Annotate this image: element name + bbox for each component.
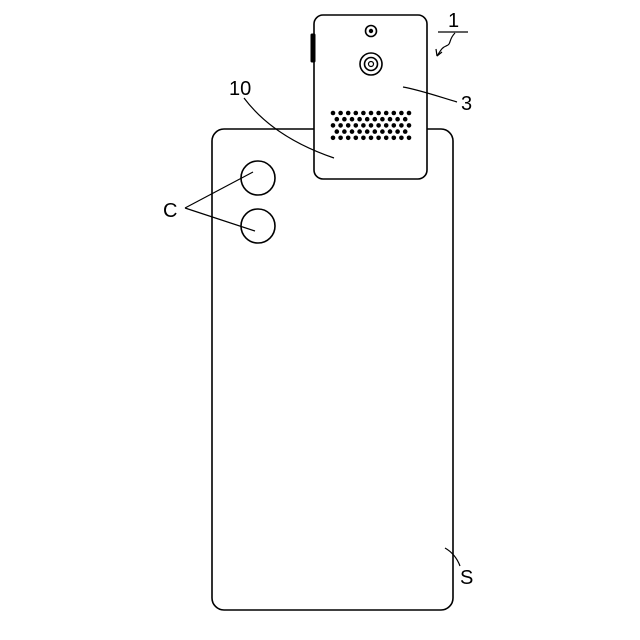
grille-hole — [335, 117, 340, 122]
label-module-body: 3 — [461, 93, 472, 115]
grille-hole — [380, 129, 385, 134]
grille-hole — [369, 123, 374, 128]
grille-hole — [399, 111, 404, 116]
grille-hole — [335, 129, 340, 134]
grille-hole — [354, 136, 359, 141]
grille-hole — [365, 129, 370, 134]
grille-hole — [388, 129, 393, 134]
grille-hole — [338, 123, 343, 128]
module-small-lens-inner — [369, 29, 373, 33]
grille-hole — [365, 117, 370, 122]
grille-hole — [380, 117, 385, 122]
grille-hole — [399, 136, 404, 141]
grille-hole — [354, 111, 359, 116]
grille-hole — [338, 136, 343, 141]
grille-hole — [376, 111, 381, 116]
grille-hole — [376, 123, 381, 128]
grille-hole — [346, 111, 351, 116]
grille-hole — [331, 136, 336, 141]
grille-hole — [407, 136, 412, 141]
grille-hole — [346, 136, 351, 141]
grille-hole — [354, 123, 359, 128]
grille-hole — [361, 136, 366, 141]
grille-hole — [407, 123, 412, 128]
grille-hole — [384, 123, 389, 128]
label-module-lower: 10 — [229, 78, 251, 100]
grille-hole — [331, 123, 336, 128]
grille-hole — [361, 123, 366, 128]
grille-hole — [395, 117, 400, 122]
grille-hole — [399, 123, 404, 128]
grille-hole — [357, 117, 362, 122]
module-side-button — [311, 34, 315, 62]
grille-hole — [357, 129, 362, 134]
label-smartphone: S — [460, 567, 473, 589]
grille-hole — [338, 111, 343, 116]
grille-hole — [373, 129, 378, 134]
leader-device — [436, 32, 468, 56]
grille-hole — [388, 117, 393, 122]
grille-hole — [392, 136, 397, 141]
grille-hole — [403, 129, 408, 134]
grille-hole — [373, 117, 378, 122]
grille-hole — [392, 123, 397, 128]
module-body — [314, 15, 427, 179]
grille-hole — [407, 111, 412, 116]
grille-hole — [350, 117, 355, 122]
smartphone-body — [212, 129, 453, 610]
grille-hole — [395, 129, 400, 134]
grille-hole — [346, 123, 351, 128]
grille-hole — [384, 111, 389, 116]
grille-hole — [403, 117, 408, 122]
grille-hole — [369, 111, 374, 116]
grille-hole — [342, 117, 347, 122]
grille-hole — [384, 136, 389, 141]
grille-hole — [331, 111, 336, 116]
grille-hole — [342, 129, 347, 134]
grille-hole — [369, 136, 374, 141]
grille-hole — [361, 111, 366, 116]
grille-hole — [350, 129, 355, 134]
label-cameras: C — [163, 200, 177, 222]
label-device: 1 — [448, 10, 459, 32]
grille-hole — [392, 111, 397, 116]
grille-hole — [376, 136, 381, 141]
